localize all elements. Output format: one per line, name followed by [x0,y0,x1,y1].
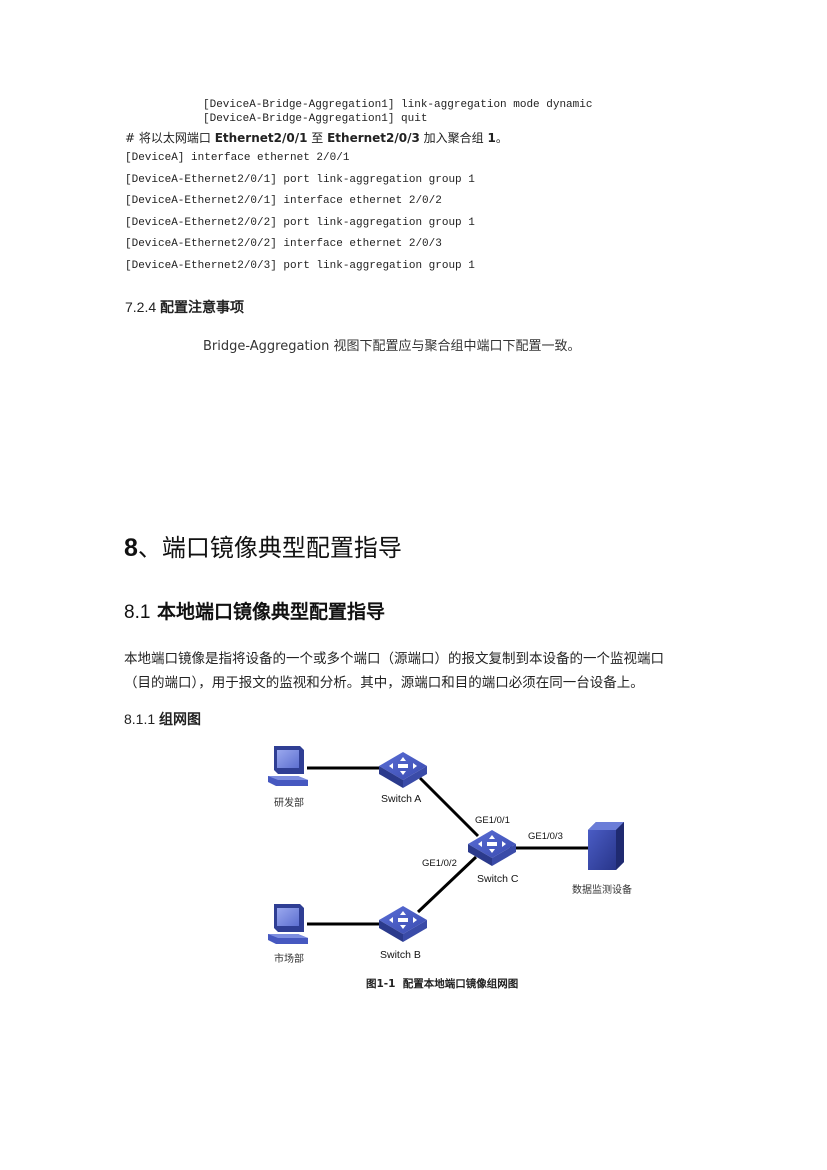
code-line: [DeviceA-Ethernet2/0/1] port link-aggreg… [125,174,475,186]
label-market-dept: 市场部 [274,954,304,965]
section-8-1-paragraph: 本地端口镜像是指将设备的一个或多个端口（源端口）的报文复制到本设备的一个监视端口… [124,651,664,691]
label-switch-b: Switch B [380,949,421,961]
server-icon [588,822,624,870]
switch-icon [379,906,427,942]
section-heading-7-2-4: 7.2.4 配置注意事项 [125,299,245,316]
figure-caption: 图1-1 配置本地端口镜像组网图 [366,978,519,990]
comment-line: # 将以太网端口 Ethernet2/0/1 至 Ethernet2/0/3 加… [125,131,508,145]
section-7-2-4-body: Bridge-Aggregation 视图下配置应与聚合组中端口下配置一致。 [203,339,581,354]
code-line: [DeviceA-Bridge-Aggregation1] quit [203,113,428,125]
code-line: [DeviceA-Bridge-Aggregation1] link-aggre… [203,99,593,111]
label-port-ge1: GE1/0/1 [475,815,510,826]
label-rd-dept: 研发部 [274,798,304,809]
section-heading-8-1-1: 8.1.1 组网图 [124,711,202,728]
pc-icon [268,904,308,944]
port-start: Ethernet2/0/1 [214,131,308,145]
switch-icon [379,752,427,788]
label-monitor-device: 数据监测设备 [572,885,632,896]
pc-icon [268,746,308,786]
section-heading-8-1: 8.1 本地端口镜像典型配置指导 [124,601,386,623]
code-line: [DeviceA-Ethernet2/0/2] port link-aggreg… [125,217,475,229]
label-port-ge3: GE1/0/3 [528,831,563,842]
port-end: Ethernet2/0/3 [327,131,420,145]
code-line: [DeviceA] interface ethernet 2/0/1 [125,152,350,164]
code-line: [DeviceA-Ethernet2/0/1] interface ethern… [125,195,442,207]
chapter-heading-8: 8、端口镜像典型配置指导 [124,534,402,562]
label-port-ge2: GE1/0/2 [422,858,457,869]
code-line: [DeviceA-Ethernet2/0/3] port link-aggreg… [125,260,475,272]
label-switch-a: Switch A [381,793,422,805]
label-switch-c: Switch C [477,873,519,885]
code-line: [DeviceA-Ethernet2/0/2] interface ethern… [125,238,442,250]
switch-icon [468,830,516,866]
links [307,766,590,926]
